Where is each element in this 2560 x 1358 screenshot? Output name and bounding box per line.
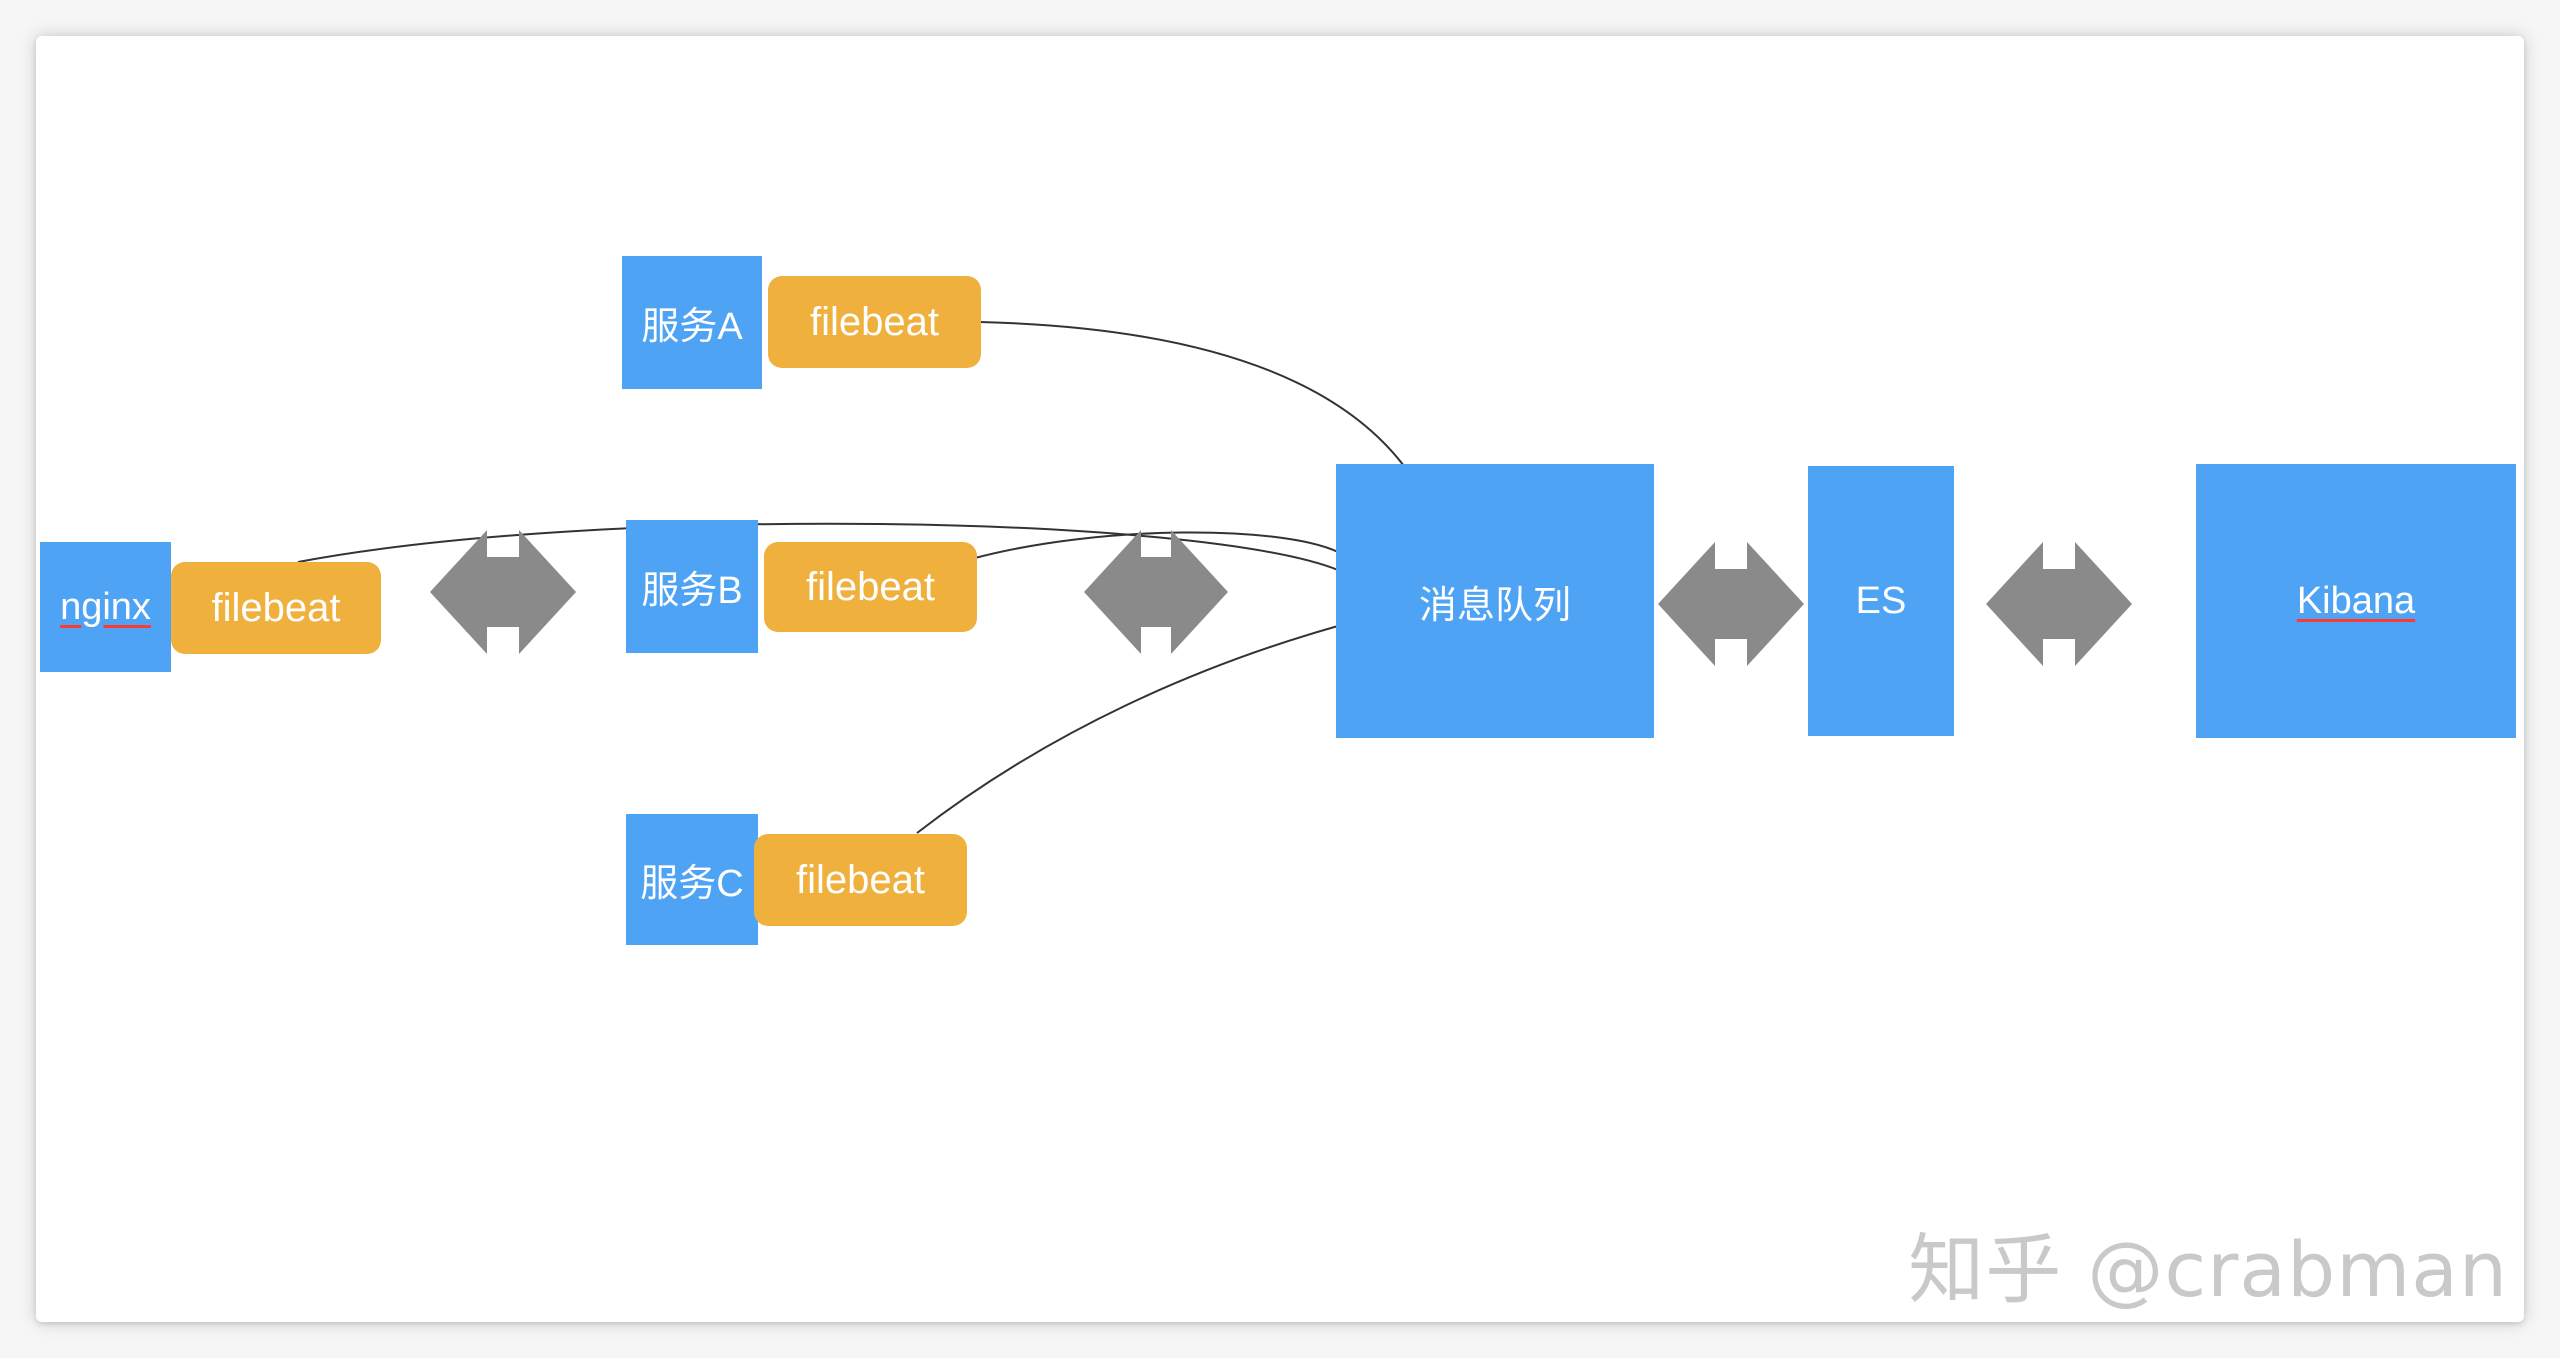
node-message-queue-label: 消息队列: [1418, 584, 1571, 627]
node-es: ES: [1808, 466, 1954, 736]
node-kibana-label: Kibana: [2296, 579, 2416, 622]
node-nginx-label: nginx: [60, 585, 151, 628]
double-arrow-icon: [430, 530, 576, 654]
watermark: 知乎 @crabman: [1908, 1225, 2508, 1314]
node-nginx: nginx: [40, 542, 171, 672]
node-service-a-label: 服务A: [641, 306, 743, 348]
double-arrow-icon: [1084, 530, 1228, 654]
diagram-canvas: [36, 36, 2524, 1322]
node-service-b-label: 服务B: [641, 570, 743, 612]
connector-b-to-queue: [974, 531, 1339, 559]
filebeat-label: filebeat: [211, 585, 341, 630]
node-es-label: ES: [1855, 579, 1907, 622]
filebeat-label: filebeat: [796, 857, 925, 902]
node-service-c-label: 服务C: [640, 863, 744, 905]
connector-nginx-to-queue: [297, 522, 1339, 571]
node-service-b: 服务B: [626, 520, 758, 653]
node-service-a: 服务A: [622, 256, 762, 389]
filebeat-nginx: filebeat: [171, 562, 381, 654]
double-arrow-icon: [1986, 542, 2132, 666]
filebeat-label: filebeat: [810, 299, 939, 344]
connector-a-to-queue: [979, 321, 1405, 467]
filebeat-service-a: filebeat: [768, 276, 981, 368]
filebeat-service-c: filebeat: [754, 834, 967, 926]
filebeat-label: filebeat: [806, 564, 935, 609]
connector-c-to-queue: [916, 625, 1339, 834]
node-service-c: 服务C: [626, 814, 758, 945]
filebeat-service-b: filebeat: [764, 542, 977, 632]
double-arrow-icon: [1658, 542, 1804, 666]
node-message-queue: 消息队列: [1336, 464, 1654, 738]
node-kibana: Kibana: [2196, 464, 2516, 738]
